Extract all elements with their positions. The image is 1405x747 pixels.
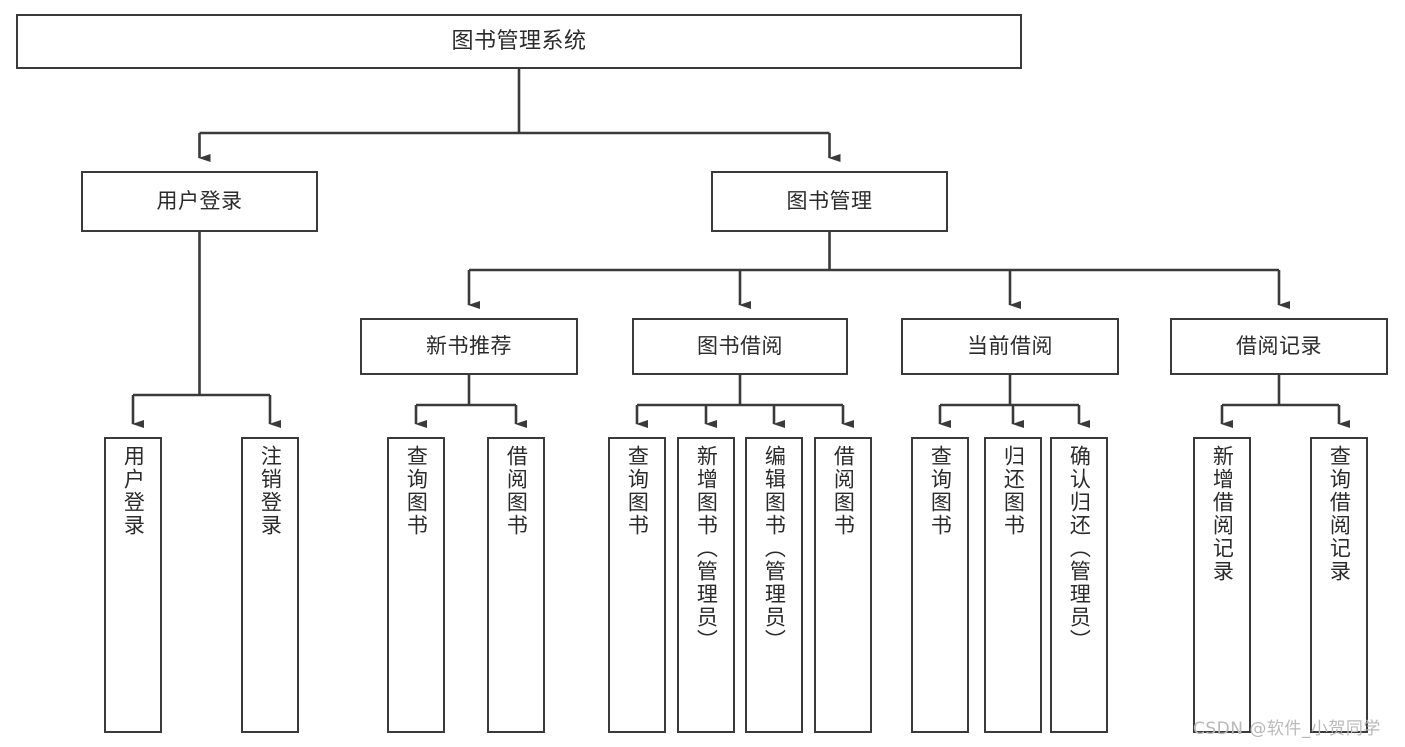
node-label-borrow-record: 借阅记录 — [1236, 334, 1322, 359]
node-label-leaf-borrow-book-2: 借阅图书 — [831, 445, 856, 537]
node-leaf-add-record[interactable]: 新增借阅记录 — [1193, 437, 1251, 733]
node-user-login[interactable]: 用户登录 — [81, 171, 318, 232]
csdn-watermark: CSDN @软件_小贺同学 — [1193, 719, 1381, 739]
node-leaf-user-login[interactable]: 用户登录 — [104, 437, 162, 733]
node-leaf-borrow-book-1[interactable]: 借阅图书 — [487, 437, 545, 733]
node-label-leaf-user-login: 用户登录 — [121, 445, 146, 537]
node-label-current-borrow: 当前借阅 — [967, 334, 1053, 359]
node-root[interactable]: 图书管理系统 — [16, 14, 1022, 69]
node-borrow-record[interactable]: 借阅记录 — [1170, 318, 1388, 375]
node-label-book-borrow: 图书借阅 — [697, 334, 783, 359]
node-leaf-return-book[interactable]: 归还图书 — [984, 437, 1042, 733]
node-book-manage[interactable]: 图书管理 — [711, 171, 948, 232]
node-label-leaf-add-record: 新增借阅记录 — [1210, 445, 1235, 583]
node-label-leaf-query-record: 查询借阅记录 — [1327, 445, 1352, 583]
node-label-leaf-add-book: 新增图书（管理员） — [694, 445, 719, 652]
node-label-leaf-query-book-3: 查询图书 — [928, 445, 953, 537]
node-label-leaf-confirm-return: 确认归还（管理员） — [1067, 445, 1092, 652]
node-label-leaf-borrow-book-1: 借阅图书 — [504, 445, 529, 537]
node-label-leaf-query-book-1: 查询图书 — [404, 445, 429, 537]
node-book-borrow[interactable]: 图书借阅 — [632, 318, 848, 375]
node-label-leaf-query-book-2: 查询图书 — [625, 445, 650, 537]
node-leaf-confirm-return[interactable]: 确认归还（管理员） — [1050, 437, 1108, 733]
node-leaf-edit-book[interactable]: 编辑图书（管理员） — [745, 437, 803, 733]
node-label-leaf-edit-book: 编辑图书（管理员） — [762, 445, 787, 652]
node-leaf-query-book-1[interactable]: 查询图书 — [387, 437, 445, 733]
node-current-borrow[interactable]: 当前借阅 — [901, 318, 1119, 375]
node-leaf-query-book-2[interactable]: 查询图书 — [608, 437, 666, 733]
node-label-user-login: 用户登录 — [156, 189, 243, 214]
node-label-book-manage: 图书管理 — [786, 189, 873, 214]
node-new-book-recommend[interactable]: 新书推荐 — [360, 318, 578, 375]
node-leaf-logout[interactable]: 注销登录 — [241, 437, 299, 733]
node-leaf-query-book-3[interactable]: 查询图书 — [911, 437, 969, 733]
node-leaf-add-book[interactable]: 新增图书（管理员） — [677, 437, 735, 733]
node-leaf-query-record[interactable]: 查询借阅记录 — [1310, 437, 1368, 733]
node-label-leaf-logout: 注销登录 — [258, 445, 283, 537]
node-label-root: 图书管理系统 — [451, 28, 587, 54]
node-label-leaf-return-book: 归还图书 — [1001, 445, 1026, 537]
node-leaf-borrow-book-2[interactable]: 借阅图书 — [814, 437, 872, 733]
node-label-new-book-recommend: 新书推荐 — [426, 334, 512, 359]
